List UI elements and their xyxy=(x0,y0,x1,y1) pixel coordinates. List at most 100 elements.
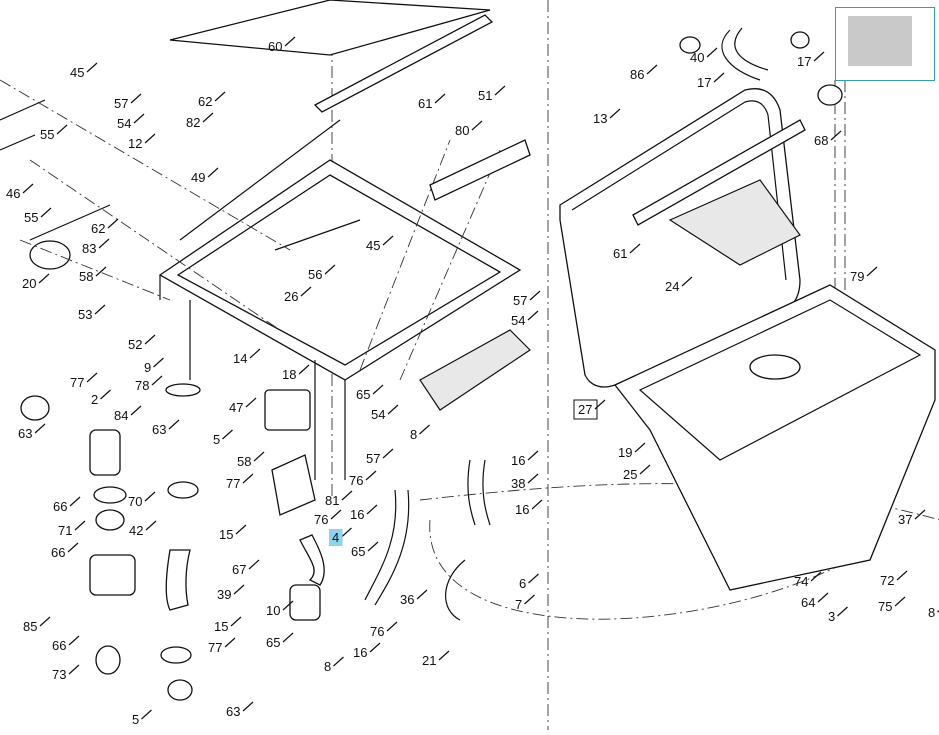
callout-57[interactable]: 57 xyxy=(366,451,380,466)
callout-80[interactable]: 80 xyxy=(455,123,469,138)
callout-64[interactable]: 64 xyxy=(801,595,815,610)
callout-66[interactable]: 66 xyxy=(52,638,66,653)
callout-60[interactable]: 60 xyxy=(268,39,282,54)
callout-15[interactable]: 15 xyxy=(219,527,233,542)
callout-67[interactable]: 67 xyxy=(232,562,246,577)
callout-61[interactable]: 61 xyxy=(418,96,432,111)
callout-65[interactable]: 65 xyxy=(351,544,365,559)
callout-74[interactable]: 74 xyxy=(794,574,808,589)
callout-8[interactable]: 8 xyxy=(324,659,331,674)
callout-7[interactable]: 7 xyxy=(515,597,522,612)
callout-62[interactable]: 62 xyxy=(198,94,212,109)
highlight-marker xyxy=(329,529,343,546)
callout-81[interactable]: 81 xyxy=(325,493,339,508)
callout-49[interactable]: 49 xyxy=(191,170,205,185)
callout-16[interactable]: 16 xyxy=(353,645,367,660)
callout-37[interactable]: 37 xyxy=(898,512,912,527)
callout-2[interactable]: 2 xyxy=(91,392,98,407)
callout-63[interactable]: 63 xyxy=(18,426,32,441)
callout-47[interactable]: 47 xyxy=(229,400,243,415)
callout-38[interactable]: 38 xyxy=(511,476,525,491)
callout-65[interactable]: 65 xyxy=(356,387,370,402)
callout-77[interactable]: 77 xyxy=(70,375,84,390)
callout-25[interactable]: 25 xyxy=(623,467,637,482)
callout-17[interactable]: 17 xyxy=(697,75,711,90)
callout-66[interactable]: 66 xyxy=(51,545,65,560)
callout-54[interactable]: 54 xyxy=(371,407,385,422)
callout-77[interactable]: 77 xyxy=(226,476,240,491)
callout-58[interactable]: 58 xyxy=(237,454,251,469)
callout-45[interactable]: 45 xyxy=(366,238,380,253)
callout-21[interactable]: 21 xyxy=(422,653,436,668)
callout-76[interactable]: 76 xyxy=(370,624,384,639)
leader-line xyxy=(153,357,164,368)
callout-5[interactable]: 5 xyxy=(213,432,220,447)
callout-57[interactable]: 57 xyxy=(114,96,128,111)
callout-27[interactable]: 27 xyxy=(578,402,592,417)
overview-thumbnail[interactable] xyxy=(835,7,935,81)
callout-58[interactable]: 58 xyxy=(79,269,93,284)
callout-14[interactable]: 14 xyxy=(233,351,247,366)
callout-83[interactable]: 83 xyxy=(82,241,96,256)
callout-53[interactable]: 53 xyxy=(78,307,92,322)
callout-5[interactable]: 5 xyxy=(132,712,139,727)
callout-85[interactable]: 85 xyxy=(23,619,37,634)
callout-20[interactable]: 20 xyxy=(22,276,36,291)
callout-46[interactable]: 46 xyxy=(6,186,20,201)
callout-54[interactable]: 54 xyxy=(117,116,131,131)
callout-42[interactable]: 42 xyxy=(129,523,143,538)
callout-57[interactable]: 57 xyxy=(513,293,527,308)
callout-40[interactable]: 40 xyxy=(690,50,704,65)
callout-36[interactable]: 36 xyxy=(400,592,414,607)
callout-66[interactable]: 66 xyxy=(53,499,67,514)
callout-52[interactable]: 52 xyxy=(128,337,142,352)
callout-10[interactable]: 10 xyxy=(266,603,280,618)
callout-6[interactable]: 6 xyxy=(519,576,526,591)
callout-24[interactable]: 24 xyxy=(665,279,679,294)
callout-72[interactable]: 72 xyxy=(880,573,894,588)
callout-26[interactable]: 26 xyxy=(284,289,298,304)
callout-79[interactable]: 79 xyxy=(850,269,864,284)
callout-9[interactable]: 9 xyxy=(144,360,151,375)
callout-16[interactable]: 16 xyxy=(515,502,529,517)
callout-55[interactable]: 55 xyxy=(24,210,38,225)
callout-70[interactable]: 70 xyxy=(128,494,142,509)
callout-68[interactable]: 68 xyxy=(814,133,828,148)
callout-3[interactable]: 3 xyxy=(828,609,835,624)
callout-78[interactable]: 78 xyxy=(135,378,149,393)
callout-4[interactable]: 4 xyxy=(332,530,339,545)
callout-62[interactable]: 62 xyxy=(91,221,105,236)
callout-82[interactable]: 82 xyxy=(186,115,200,130)
callout-55[interactable]: 55 xyxy=(40,127,54,142)
leader-line xyxy=(494,85,506,96)
callout-71[interactable]: 71 xyxy=(58,523,72,538)
callout-15[interactable]: 15 xyxy=(214,619,228,634)
callout-54[interactable]: 54 xyxy=(511,313,525,328)
callout-19[interactable]: 19 xyxy=(618,445,632,460)
callout-51[interactable]: 51 xyxy=(478,88,492,103)
callout-39[interactable]: 39 xyxy=(217,587,231,602)
callout-65[interactable]: 65 xyxy=(266,635,280,650)
callout-45[interactable]: 45 xyxy=(70,65,84,80)
callout-61[interactable]: 61 xyxy=(613,246,627,261)
callout-76[interactable]: 76 xyxy=(314,512,328,527)
callout-76[interactable]: 76 xyxy=(349,473,363,488)
callout-56[interactable]: 56 xyxy=(308,267,322,282)
callout-8[interactable]: 8 xyxy=(928,605,935,620)
callout-16[interactable]: 16 xyxy=(350,507,364,522)
callout-12[interactable]: 12 xyxy=(128,136,142,151)
callout-86[interactable]: 86 xyxy=(630,67,644,82)
callout-16[interactable]: 16 xyxy=(511,453,525,468)
callout-75[interactable]: 75 xyxy=(878,599,892,614)
callout-63[interactable]: 63 xyxy=(226,704,240,719)
callout-73[interactable]: 73 xyxy=(52,667,66,682)
callout-18[interactable]: 18 xyxy=(282,367,296,382)
callout-8[interactable]: 8 xyxy=(410,427,417,442)
callout-13[interactable]: 13 xyxy=(593,111,607,126)
callout-63[interactable]: 63 xyxy=(152,422,166,437)
callout-77[interactable]: 77 xyxy=(208,640,222,655)
callout-84[interactable]: 84 xyxy=(114,408,128,423)
callout-17[interactable]: 17 xyxy=(797,54,811,69)
leader-line xyxy=(706,47,718,58)
